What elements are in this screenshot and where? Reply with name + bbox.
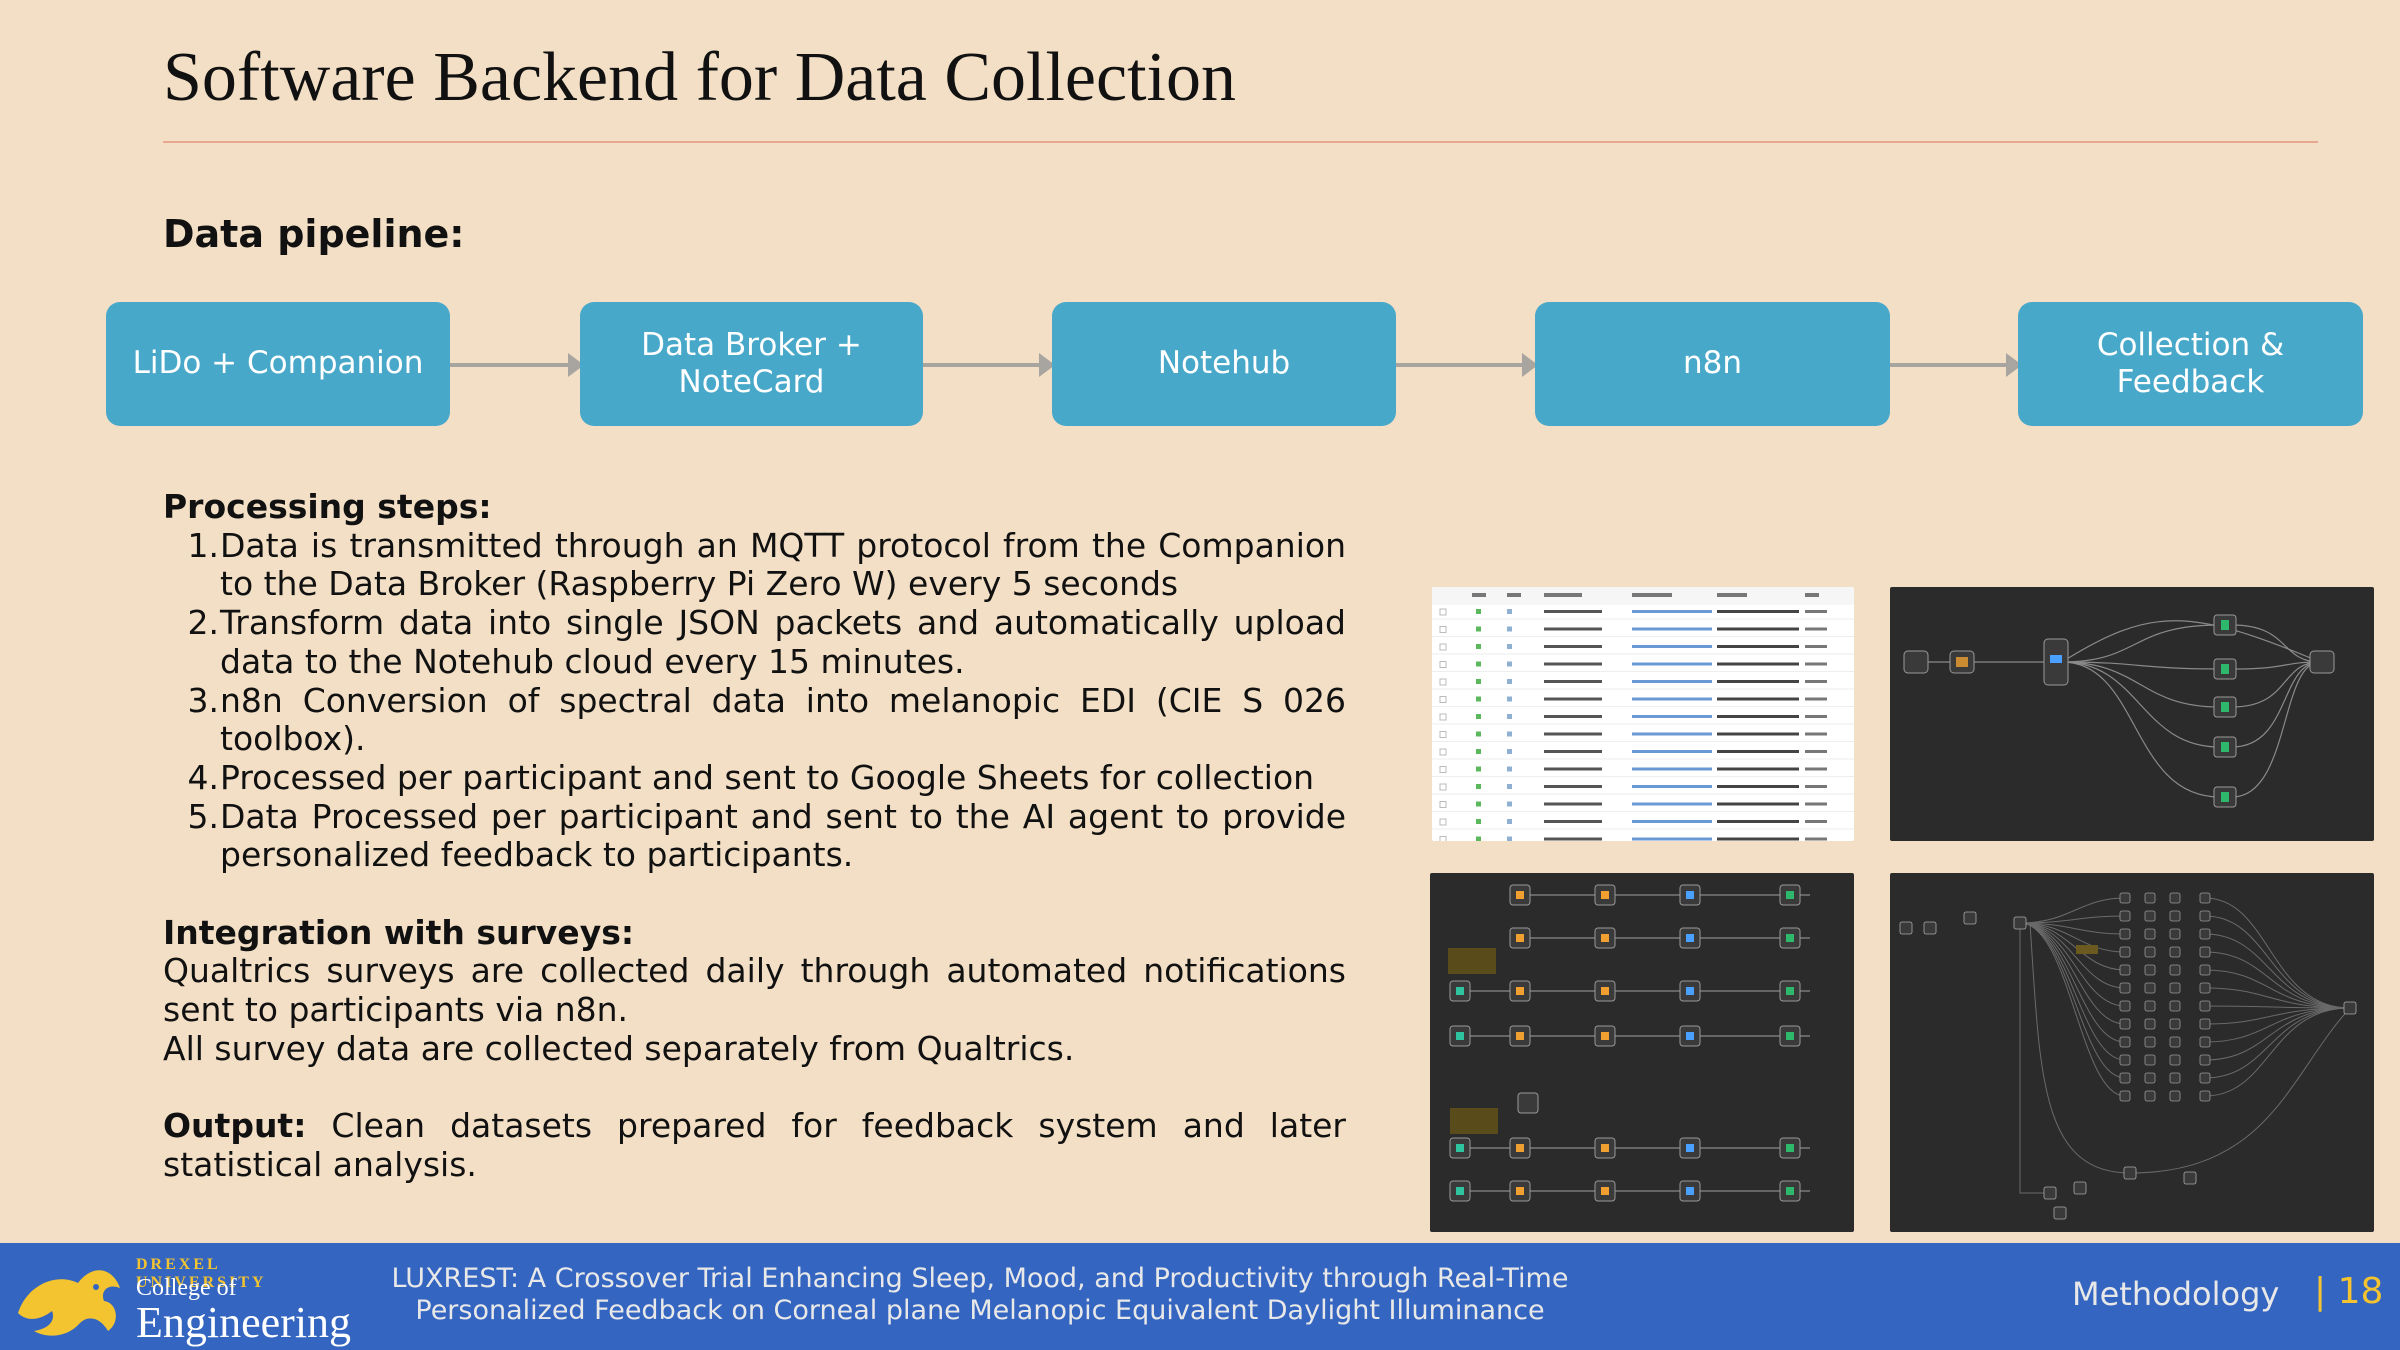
n8n-schedule-screenshot — [1430, 873, 1854, 1232]
list-item: 5.Data Processed per participant and sen… — [187, 796, 1347, 875]
pipeline-step-n8n: n8n — [1535, 302, 1890, 426]
dragon-logo-icon — [18, 1270, 120, 1336]
processing-heading: Processing steps: — [163, 487, 492, 526]
pipeline-step-broker: Data Broker + NoteCard — [580, 302, 923, 426]
footer-bar: DREXEL UNIVERSITY College of Engineering… — [0, 1243, 2400, 1350]
n8n-workflow-screenshot — [1890, 587, 2374, 841]
section-label: Methodology — [2072, 1275, 2280, 1313]
college-label: College of — [136, 1275, 237, 1301]
university-name: DREXEL UNIVERSITY — [136, 1256, 267, 1291]
pipeline-arrow — [923, 353, 1055, 377]
pipeline-diagram: LiDo + Companion Data Broker + NoteCard … — [0, 300, 2400, 430]
pipeline-arrow — [1396, 353, 1538, 377]
list-item: 2.Transform data into single JSON packet… — [187, 603, 1347, 681]
drexel-logo: DREXEL UNIVERSITY College of Engineering — [8, 1253, 351, 1347]
pipeline-step-collection: Collection & Feedback — [2018, 302, 2363, 426]
list-item: 3.n8n Conversion of spectral data into m… — [187, 680, 1347, 759]
output-label: Output: — [163, 1106, 307, 1146]
title-divider — [163, 141, 2318, 143]
page-number: | 18 — [2314, 1271, 2384, 1312]
pipeline-arrow — [450, 353, 584, 377]
slide-title: Software Backend for Data Collection — [163, 39, 1236, 116]
processing-steps-list: 1.Data is transmitted through an MQTT pr… — [163, 525, 1347, 875]
n8n-agent-workflow-screenshot — [1890, 873, 2374, 1232]
list-item: 1.Data is transmitted through an MQTT pr… — [187, 525, 1347, 604]
output-paragraph: Output: Clean datasets prepared for feed… — [163, 1106, 1346, 1184]
notehub-events-screenshot — [1432, 587, 1854, 841]
surveys-text: Qualtrics surveys are collected daily th… — [163, 951, 1346, 1030]
school-name: Engineering — [136, 1298, 352, 1347]
pipeline-step-lido: LiDo + Companion — [106, 302, 450, 426]
pipeline-arrow — [1890, 353, 2022, 377]
surveys-text-2: All survey data are collected separately… — [163, 1028, 1075, 1068]
surveys-heading: Integration with surveys: — [163, 912, 635, 952]
list-item: 4.Processed per participant and sent to … — [187, 757, 1315, 797]
body-text: Processing steps: 1.Data is transmitted … — [163, 487, 1347, 1185]
pipeline-heading: Data pipeline: — [163, 212, 465, 256]
footer-title: LUXREST: A Crossover Trial Enhancing Sle… — [391, 1263, 1569, 1326]
pipeline-step-notehub: Notehub — [1052, 302, 1396, 426]
